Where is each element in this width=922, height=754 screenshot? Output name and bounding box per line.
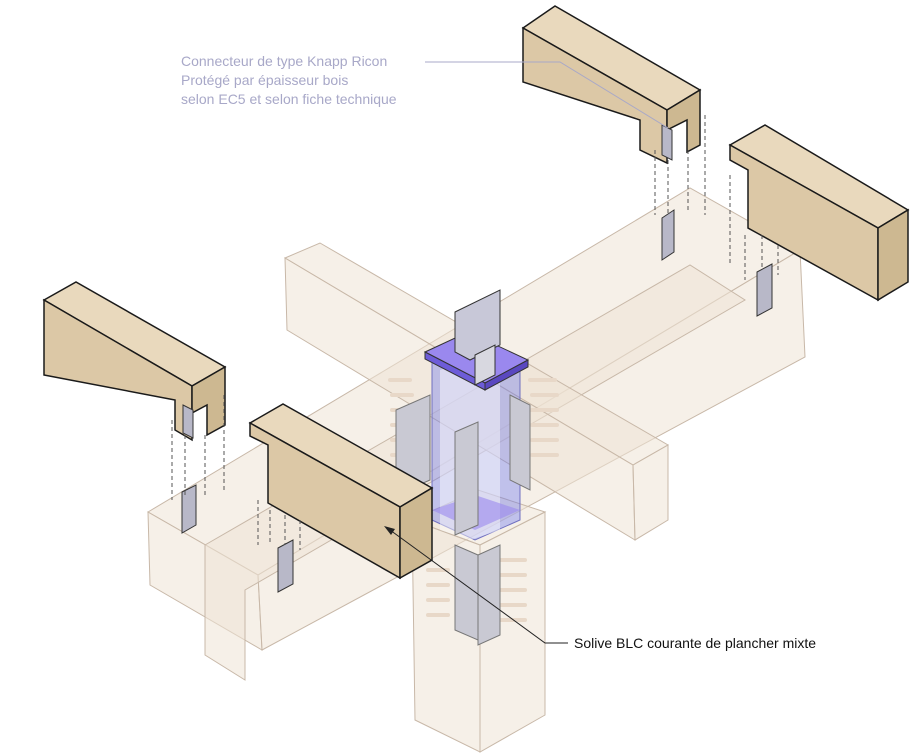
timber-beam-left: [42, 281, 227, 442]
knapp-ricon-connectors: [181, 209, 773, 593]
timber-beam-top: [521, 5, 702, 165]
connector-annotation-line-3: selon EC5 et selon fiche technique: [181, 91, 397, 107]
threaded-rods: [388, 378, 559, 622]
timber-joist-front: [248, 403, 434, 580]
splice-plates: [395, 394, 531, 646]
connector-annotation-line-2: Protégé par épaisseur bois: [181, 72, 349, 88]
connector-leader-line: [425, 61, 669, 129]
joist-leader-arrowhead: [384, 526, 395, 535]
connector-annotation-line-1: Connecteur de type Knapp Ricon: [181, 53, 388, 69]
joist-leader-line: [389, 529, 568, 644]
alignment-dashes: [171, 115, 779, 550]
steel-cap-plate: [423, 289, 530, 391]
connector-annotation: Connecteur de type Knapp Ricon Protégé p…: [181, 52, 397, 109]
timber-beam-right: [728, 124, 910, 302]
joist-annotation: Solive BLC courante de plancher mixte: [574, 635, 817, 651]
